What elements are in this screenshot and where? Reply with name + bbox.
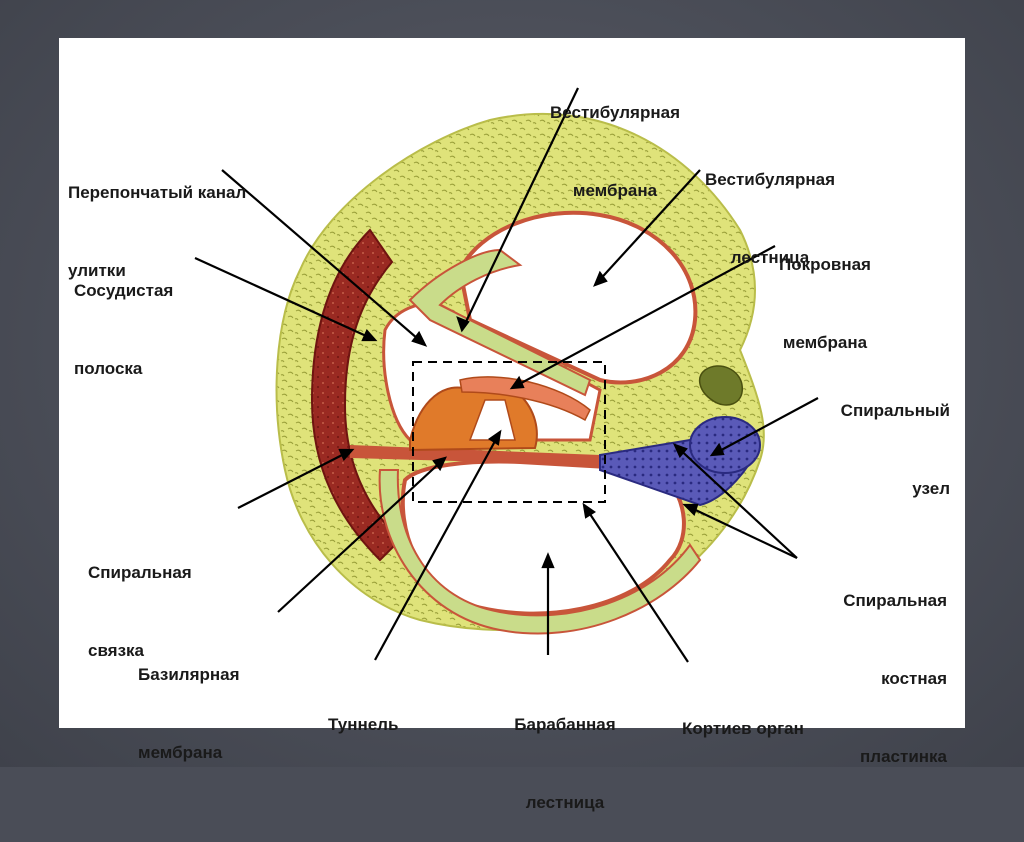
- vestibular-membrane-band: [408, 248, 592, 397]
- label-line: узел: [912, 479, 950, 498]
- label-line: Вестибулярная: [550, 103, 680, 122]
- label-line: Покровная: [779, 255, 871, 274]
- label-line: мембрана: [572, 181, 658, 200]
- label-line: Спиральная: [88, 563, 192, 582]
- label-line: Барабанная: [514, 715, 616, 734]
- label-vestibular-scala: Вестибулярная лестница: [665, 115, 875, 297]
- leader-membranous-canal: [221, 169, 426, 346]
- label-line: мембрана: [138, 743, 223, 762]
- leader-tunnel: [374, 431, 501, 661]
- label-line: полоска: [74, 359, 143, 378]
- label-line: Туннель: [328, 715, 399, 734]
- label-spiral-ganglion: Спиральный узел: [790, 346, 950, 528]
- label-vestibular-membrane: Вестибулярная мембрана: [520, 48, 710, 230]
- label-line: Спиральный: [840, 401, 950, 420]
- label-line: Базилярная: [138, 665, 240, 684]
- leader-tectorial: [511, 245, 776, 389]
- label-line: мембрана: [782, 333, 868, 352]
- label-stria-vascularis: Сосудистая полоска: [74, 226, 173, 408]
- spiral-ganglion-shape: [689, 416, 761, 474]
- label-scala-tympani: Барабанная лестница: [480, 660, 650, 842]
- leader-vestibular-membrane: [461, 87, 579, 331]
- leader-basilar: [277, 457, 446, 613]
- tectorial-membrane-shape: [459, 376, 591, 422]
- label-basilar-membrane: Базилярная мембрана: [138, 610, 240, 792]
- leader-lamina-1: [674, 444, 798, 559]
- label-spiral-ligament: Спиральная связка: [88, 508, 192, 690]
- leader-lamina-2: [684, 504, 798, 559]
- label-line: Перепончатый канал: [68, 183, 247, 202]
- scala-tympani-wall: [378, 469, 702, 635]
- cochlea-cross-section-diagram: [194, 87, 819, 663]
- label-line: лестница: [730, 248, 810, 267]
- label-tectorial-membrane: Покровная мембрана: [750, 200, 900, 382]
- leader-corti: [583, 504, 689, 663]
- leader-vestibular-scala: [594, 169, 701, 286]
- leader-lines: [194, 87, 819, 663]
- leader-spiral-ligament: [237, 449, 353, 509]
- label-line: Спиральная: [843, 591, 947, 610]
- label-line: лестница: [525, 793, 605, 812]
- label-line: Сосудистая: [74, 281, 174, 300]
- label-organ-of-corti: Кортиев орган: [682, 664, 804, 768]
- label-line: пластинка: [860, 747, 947, 766]
- label-line: улитки: [68, 261, 126, 280]
- label-membranous-canal: Перепончатый канал улитки: [68, 128, 246, 310]
- ganglion-dark-spot: [698, 365, 743, 406]
- label-line: связка: [88, 641, 145, 660]
- label-tunnel: Туннель: [328, 660, 398, 764]
- tunnel-shape: [468, 399, 516, 441]
- label-spiral-lamina: Спиральная костная пластинка: [790, 536, 947, 796]
- vestibular-scala-chamber: [457, 210, 698, 385]
- corti-detail-box: [412, 361, 606, 503]
- label-line: Кортиев орган: [682, 719, 804, 738]
- leader-ganglion: [711, 397, 819, 456]
- leader-stria: [194, 256, 376, 342]
- label-line: Вестибулярная: [705, 170, 835, 189]
- label-line: костная: [881, 669, 947, 688]
- spiral-ligament-shape: [310, 228, 402, 562]
